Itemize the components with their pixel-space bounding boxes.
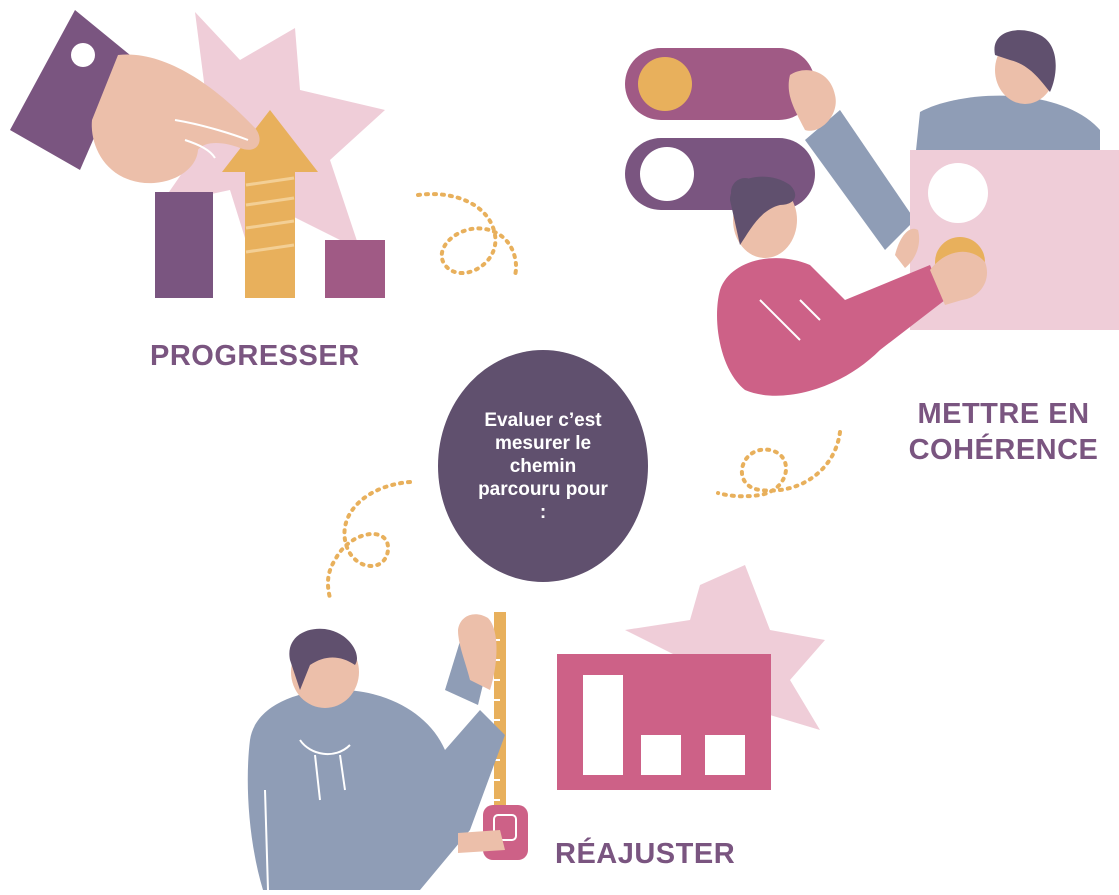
label-progresser: PROGRESSER xyxy=(150,340,360,372)
growth-arrow-icon xyxy=(222,110,318,298)
label-mettre-line1: METTRE EN xyxy=(917,398,1090,430)
balls-card-icon xyxy=(910,150,1119,330)
center-text: Evaluer c’est mesurer le chemin parcouru… xyxy=(478,409,608,523)
label-mettre-line2: COHÉRENCE xyxy=(908,434,1099,466)
progress-illustration xyxy=(10,10,519,298)
toggle-switch-icon xyxy=(625,48,815,120)
pointing-hand-icon xyxy=(10,10,260,184)
bar-chart-card-icon xyxy=(557,654,771,790)
label-mettre-en-coherence: METTRE EN COHÉRENCE xyxy=(888,396,1119,468)
dotted-loop-icon xyxy=(716,430,842,499)
coherence-illustration xyxy=(625,30,1119,499)
dotted-loop-icon xyxy=(326,480,412,600)
bar-left xyxy=(155,192,213,298)
center-circle: Evaluer c’est mesurer le chemin parcouru… xyxy=(438,350,648,582)
person-measuring-icon xyxy=(247,614,505,891)
bar-right xyxy=(325,240,385,298)
readjust-illustration xyxy=(247,480,825,891)
person-woman-icon xyxy=(717,176,988,396)
dotted-loop-icon xyxy=(416,192,519,277)
person-man-icon xyxy=(788,30,1100,250)
label-reajuster: RÉAJUSTER xyxy=(555,838,736,870)
